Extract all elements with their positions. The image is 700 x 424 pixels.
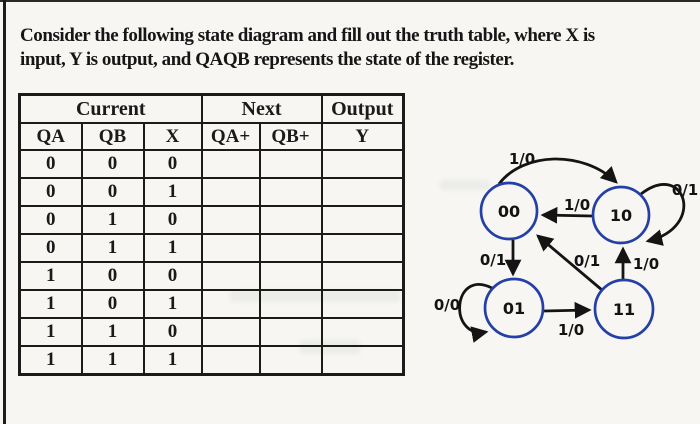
col-group-current: Current xyxy=(18,93,203,124)
edge-label-00-to-10: 1/0 xyxy=(509,150,535,168)
cell-x: 0 xyxy=(142,317,203,347)
cell-qa-plus xyxy=(200,289,261,319)
edge-label-01-self: 0/0 xyxy=(434,296,460,314)
state-00 xyxy=(479,181,539,241)
table-row: 0 0 1 xyxy=(18,177,405,207)
table-row: 1 0 0 xyxy=(18,261,405,291)
cell-y xyxy=(320,205,405,235)
cell-qb: 0 xyxy=(80,289,145,319)
table-group-header-row: Current Next Output xyxy=(18,93,405,124)
edge-10-self-loop xyxy=(640,183,686,246)
edge-01-to-11 xyxy=(543,301,592,319)
cell-qb-plus xyxy=(258,233,323,263)
cell-qa: 1 xyxy=(18,345,83,376)
question-text: Consider the following state diagram and… xyxy=(20,24,692,72)
cell-x: 0 xyxy=(142,205,203,235)
cell-qb: 1 xyxy=(80,205,145,235)
table-row: 1 1 0 xyxy=(18,317,405,347)
cell-qa-plus xyxy=(200,205,261,235)
cell-qa: 0 xyxy=(18,149,83,179)
edge-01-self-loop xyxy=(458,283,493,343)
cell-qb: 1 xyxy=(80,317,145,347)
cell-x: 1 xyxy=(142,345,203,376)
question-line-1: Consider the following state diagram and… xyxy=(20,25,595,46)
cell-qb: 0 xyxy=(80,177,145,207)
state-10-label: 10 xyxy=(610,206,632,225)
edge-label-11-to-00: 0/1 xyxy=(574,252,600,270)
scan-edge-left xyxy=(3,0,6,424)
table-row: 0 1 1 xyxy=(18,233,405,263)
cell-x: 0 xyxy=(142,261,203,291)
col-header-qb: QB xyxy=(80,122,145,151)
cell-qb: 0 xyxy=(80,149,145,179)
cell-qb-plus xyxy=(258,149,323,179)
edge-label-10-to-00: 1/0 xyxy=(564,196,590,214)
cell-qb: 1 xyxy=(80,233,145,263)
scan-smudge xyxy=(440,180,490,190)
state-00-label: 00 xyxy=(498,202,520,221)
cell-qa: 0 xyxy=(18,177,83,207)
cell-qa-plus xyxy=(200,317,261,347)
state-01-label: 01 xyxy=(503,299,525,318)
table-header-row: QA QB X QA+ QB+ Y xyxy=(18,122,405,151)
question-line-2: input, Y is output, and QAQB represents … xyxy=(20,49,514,70)
cell-y xyxy=(320,149,405,179)
state-diagram: 00 10 01 11 1/0 1/0 0/1 0/1 0/1 1/0 0/0 … xyxy=(434,150,698,343)
col-header-y: Y xyxy=(320,122,405,151)
table-row: 1 1 1 xyxy=(18,345,405,376)
cell-qa: 0 xyxy=(18,205,83,235)
truth-table: Current Next Output QA QB X QA+ QB+ Y 0 … xyxy=(18,93,405,376)
table-row: 0 1 0 xyxy=(18,205,405,235)
edge-label-00-to-01: 0/1 xyxy=(480,251,506,269)
cell-x: 1 xyxy=(142,177,203,207)
cell-qb-plus xyxy=(258,205,323,235)
cell-qa-plus xyxy=(200,233,261,263)
cell-qb-plus xyxy=(258,177,323,207)
cell-qa: 0 xyxy=(18,233,83,263)
cell-qb: 0 xyxy=(80,261,145,291)
cell-x: 0 xyxy=(142,149,203,179)
cell-qa-plus xyxy=(200,261,261,291)
cell-qa-plus xyxy=(200,345,261,376)
col-header-qa: QA xyxy=(18,122,83,151)
edge-label-01-to-11: 1/0 xyxy=(558,321,584,339)
cell-qa-plus xyxy=(200,149,261,179)
cell-y xyxy=(320,317,405,347)
table-row: 1 0 1 xyxy=(18,289,405,319)
cell-y xyxy=(320,289,405,319)
state-11 xyxy=(593,278,655,340)
cell-qb-plus xyxy=(258,289,323,319)
cell-qb-plus xyxy=(258,345,323,376)
cell-x: 1 xyxy=(142,289,203,319)
cell-y xyxy=(320,345,405,376)
cell-qb: 1 xyxy=(80,345,145,376)
state-01 xyxy=(483,277,545,339)
edge-label-11-to-10: 1/0 xyxy=(633,255,659,273)
edge-10-to-00 xyxy=(540,206,593,224)
col-header-qb-plus: QB+ xyxy=(258,122,323,151)
col-header-qa-plus: QA+ xyxy=(200,122,261,151)
col-group-next: Next xyxy=(200,93,323,124)
edge-label-10-self: 0/1 xyxy=(672,181,698,199)
col-group-output: Output xyxy=(320,93,405,124)
edge-11-to-00 xyxy=(536,234,603,292)
cell-qb-plus xyxy=(258,317,323,347)
edge-00-to-10 xyxy=(497,157,618,185)
cell-qb-plus xyxy=(258,261,323,291)
state-11-label: 11 xyxy=(613,300,635,319)
table-row: 0 0 0 xyxy=(18,149,405,179)
cell-y xyxy=(320,261,405,291)
cell-x: 1 xyxy=(142,233,203,263)
cell-qa: 1 xyxy=(18,317,83,347)
state-10 xyxy=(591,185,651,245)
scan-edge-top xyxy=(0,0,700,2)
cell-qa: 1 xyxy=(18,289,83,319)
col-header-x: X xyxy=(142,122,203,151)
cell-qa: 1 xyxy=(18,261,83,291)
cell-qa-plus xyxy=(200,177,261,207)
cell-y xyxy=(320,177,405,207)
cell-y xyxy=(320,233,405,263)
